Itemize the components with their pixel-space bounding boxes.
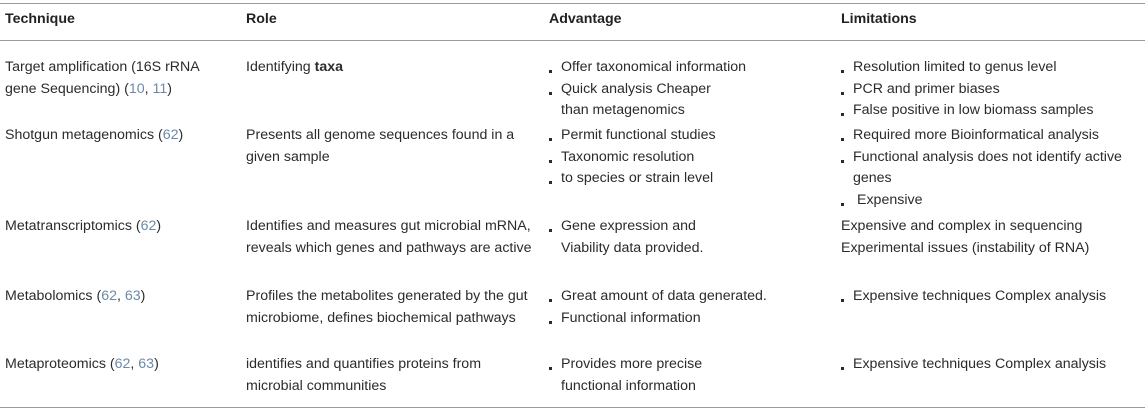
bullet-icon	[841, 367, 844, 370]
bullet-item: Permit functional studies	[549, 125, 824, 147]
citation-link[interactable]: 62	[114, 356, 131, 372]
bullet-item: Functional analysis does not identify ac…	[841, 147, 1131, 190]
row5-role: identifies and quantifies proteins from …	[246, 356, 482, 394]
row1-technique: Target amplification (16S rRNA gene Sequ…	[5, 59, 199, 97]
bullet-icon	[841, 299, 844, 302]
citation-link[interactable]: 63	[124, 288, 141, 304]
row3-limitations: Expensive and complex in sequencing Expe…	[841, 218, 1090, 256]
row1-advantages: Offer taxonomical information Quick anal…	[549, 57, 824, 122]
bullet-icon	[549, 181, 552, 184]
row3-technique: Metatranscriptomics (62)	[5, 218, 162, 234]
bullet-item: to species or strain level	[549, 168, 824, 190]
header-role: Role	[246, 11, 277, 27]
bullet-icon	[841, 138, 844, 141]
row3-advantages: Gene expression and Viability data provi…	[549, 216, 824, 259]
bullet-item: Gene expression and Viability data provi…	[549, 216, 731, 259]
header-rule	[0, 40, 1145, 41]
bullet-item: Expensive techniques Complex analysis	[841, 286, 1141, 308]
citation-link[interactable]: 62	[162, 127, 179, 143]
top-rule	[0, 3, 1145, 4]
citation-link[interactable]: 62	[140, 218, 157, 234]
bullet-item: Provides more precise functional informa…	[549, 354, 741, 397]
bullet-item: Quick analysis Cheaper than metagenomics	[549, 79, 731, 122]
row2-limitations: Required more Bioinformatical analysis F…	[841, 125, 1141, 211]
bullet-item: Expensive	[841, 190, 1141, 212]
bullet-icon	[841, 202, 844, 206]
row5-advantages: Provides more precise functional informa…	[549, 354, 824, 397]
header-advantage: Advantage	[549, 11, 622, 27]
bullet-icon	[841, 91, 844, 95]
row5-limitations: Expensive techniques Complex analysis	[841, 354, 1141, 376]
row4-advantages: Great amount of data generated. Function…	[549, 286, 824, 329]
bullet-item: PCR and primer biases	[841, 79, 1141, 101]
bullet-item: Functional information	[549, 308, 824, 330]
row2-role: Presents all genome sequences found in a…	[246, 127, 515, 165]
bullet-item: Taxonomic resolution	[549, 147, 824, 169]
row2-advantages: Permit functional studies Taxonomic reso…	[549, 125, 824, 190]
citation-link[interactable]: 63	[138, 356, 155, 372]
row4-technique: Metabolomics (62, 63)	[5, 288, 146, 304]
bullet-icon	[549, 320, 552, 324]
bullet-icon	[549, 229, 552, 232]
header-technique: Technique	[5, 11, 75, 27]
bullet-icon	[841, 113, 844, 116]
bullet-item: Required more Bioinformatical analysis	[841, 125, 1141, 147]
citation-link[interactable]: 10	[128, 80, 145, 97]
bullet-item: Resolution limited to genus level	[841, 57, 1141, 79]
bullet-icon	[549, 138, 552, 141]
bullet-item: False positive in low biomass samples	[841, 100, 1141, 122]
row1-role: Identifying taxa	[246, 59, 344, 75]
bullet-item: Expensive techniques Complex analysis	[841, 354, 1141, 376]
bullet-item: Offer taxonomical information	[549, 57, 824, 79]
bullet-icon	[841, 159, 844, 163]
row1-limitations: Resolution limited to genus level PCR an…	[841, 57, 1141, 122]
bullet-icon	[841, 70, 844, 73]
bottom-rule	[0, 407, 1145, 408]
citation-link[interactable]: 11	[152, 80, 168, 97]
citation-link[interactable]: 62	[101, 288, 117, 304]
row4-role: Profiles the metabolites generated by th…	[246, 288, 528, 326]
bullet-icon	[549, 70, 552, 73]
bullet-icon	[549, 299, 552, 302]
row4-limitations: Expensive techniques Complex analysis	[841, 286, 1141, 308]
row2-technique: Shotgun metagenomics (62)	[5, 127, 184, 143]
bullet-icon	[549, 159, 552, 163]
header-limitations: Limitations	[841, 11, 917, 27]
bullet-icon	[549, 367, 552, 370]
row5-technique: Metaproteomics (62, 63)	[5, 356, 159, 372]
bullet-icon	[549, 91, 552, 95]
bullet-item: Great amount of data generated.	[549, 286, 824, 308]
row3-role: Identifies and measures gut microbial mR…	[246, 218, 532, 256]
